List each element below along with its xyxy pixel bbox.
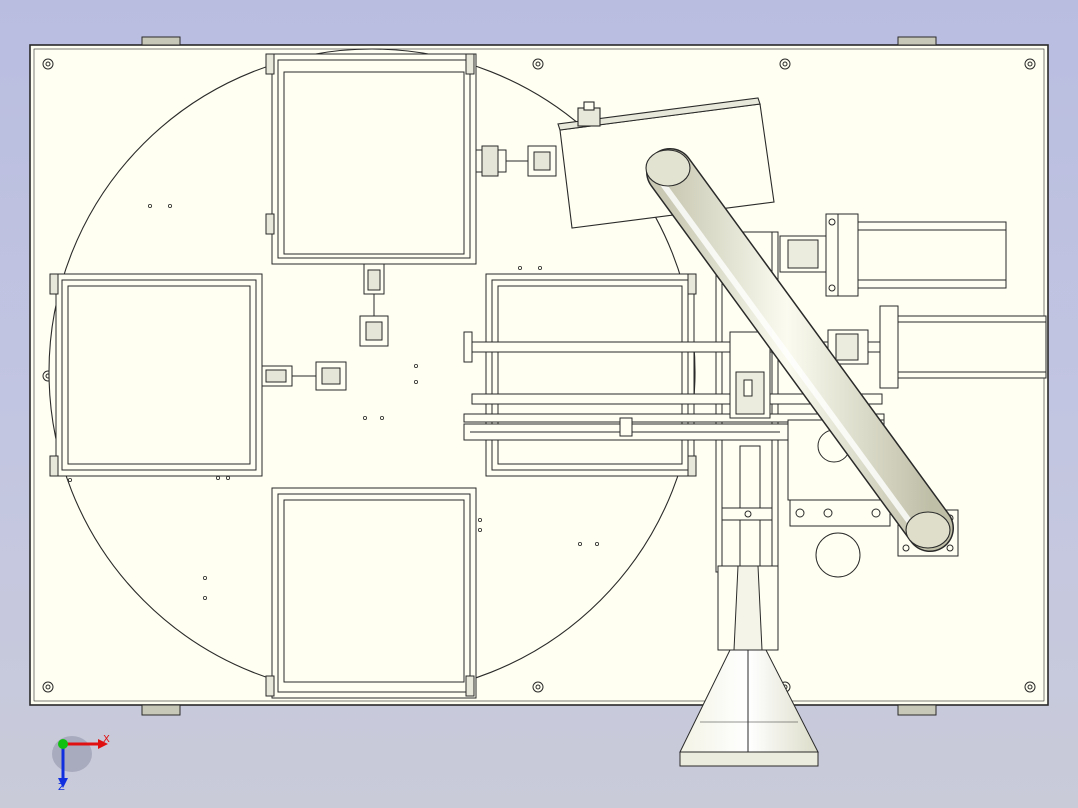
plate-bolts [42,58,1036,693]
y-axis-origin-icon [58,739,68,749]
leveling-feet [141,36,937,716]
triad-x-label: X [103,734,110,745]
fixture-frame-bottom[interactable] [265,487,477,699]
linear-slide-rails[interactable] [463,331,885,441]
feed-tube[interactable] [645,148,954,552]
x-axis-arrow-icon [98,739,108,749]
z-axis-arrow-icon [58,778,68,788]
pneumatic-cylinder-upper[interactable] [779,213,1007,297]
table-holes [68,203,600,601]
clamp-center [359,263,389,347]
fixture-frame-top[interactable] [265,53,477,265]
clamp-top [475,145,557,177]
triad-z-label: Z [58,782,65,793]
coordinate-triad: X Z [52,734,110,793]
clamp-left [261,361,347,391]
fixture-frame-right[interactable] [485,273,697,477]
triad-shadow [52,736,92,772]
discharge-hopper[interactable] [679,565,819,767]
pneumatic-cylinder-lower[interactable] [827,305,1047,389]
fixture-frame-left[interactable] [49,273,263,477]
